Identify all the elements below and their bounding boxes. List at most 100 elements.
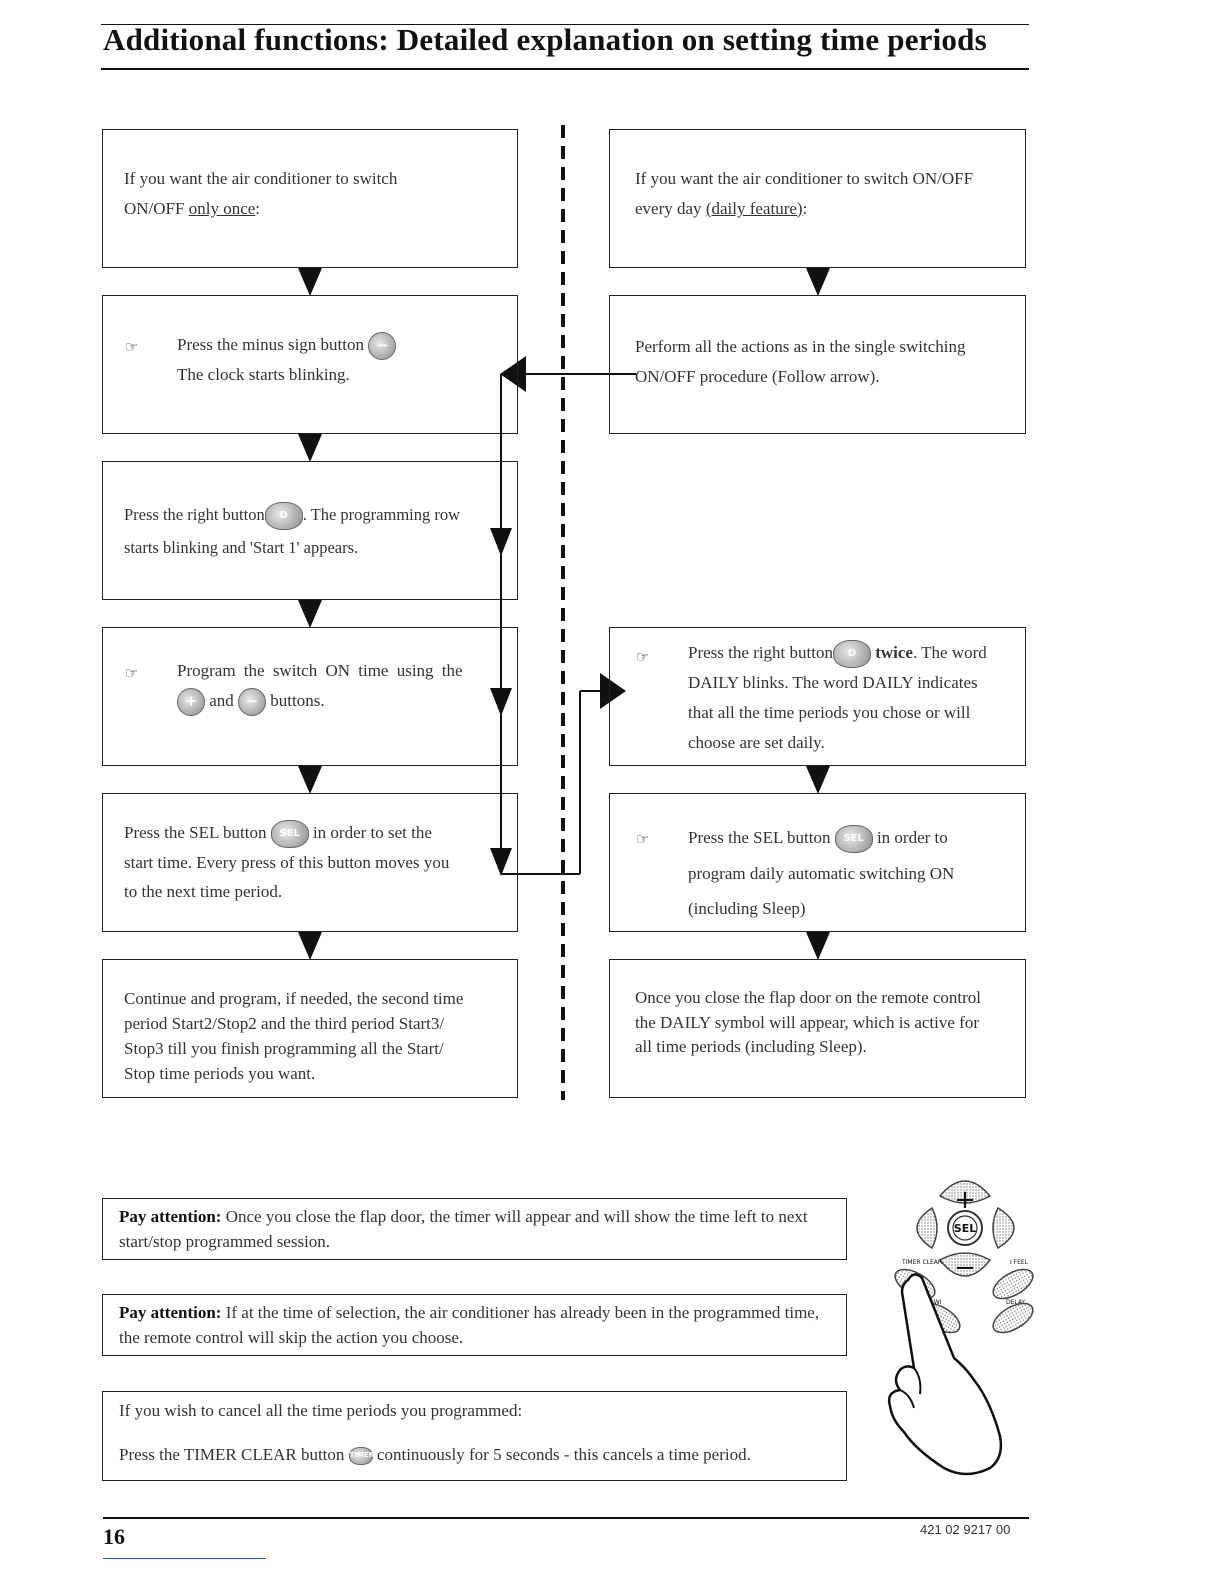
left-box-1: If you want the air conditioner to switc… <box>102 129 518 268</box>
remote-control-illustration: + SEL − TIMER CLEAR I FEEL SWI DELAY <box>887 1180 1034 1476</box>
right-box-3-line1a: Press the right button <box>688 643 833 662</box>
left-box-4-line2-row: + and − buttons. <box>177 686 489 716</box>
page-number: 16 <box>103 1524 125 1549</box>
column-divider <box>561 125 565 1100</box>
right-box-3-twice: twice <box>875 643 913 662</box>
notice-flap-door: Pay attention: Once you close the flap d… <box>102 1198 847 1260</box>
left-box-5-line1-row: Press the SEL button SEL in order to set… <box>124 818 449 849</box>
right-arrow-to-right-box3 <box>600 673 626 709</box>
page-title: Additional functions: Detailed explanati… <box>103 22 987 57</box>
minus-button-icon: − <box>238 687 267 716</box>
flow-arrows <box>298 268 830 960</box>
left-box-4-and: and <box>209 690 234 710</box>
right-box-2: Perform all the actions as in the single… <box>609 295 1026 434</box>
right-box-4-line3: (including Sleep) <box>688 899 806 919</box>
right-box-3-line2: DAILY blinks. The word DAILY indicates <box>688 673 978 693</box>
remote-right-button <box>992 1206 1015 1250</box>
notice-3-line2b: continuously for 5 seconds - this cancel… <box>376 1445 751 1465</box>
left-box-5-line2: start time. Every press of this button m… <box>124 853 450 873</box>
notice-cancel-periods: If you wish to cancel all the time perio… <box>102 1391 847 1481</box>
notice-3-line2a: Press the TIMER CLEAR button <box>119 1445 345 1465</box>
left-box-1-suffix: : <box>255 198 261 218</box>
remote-swing-label: SWI <box>930 1299 942 1306</box>
down-arrow-right-1 <box>806 268 830 296</box>
notice-skip-action: Pay attention: If at the time of selecti… <box>102 1294 847 1356</box>
left-box-1-prefix: ON/OFF <box>124 198 189 218</box>
right-button-icon: D <box>832 640 871 669</box>
left-box-6-line1: Continue and program, if needed, the sec… <box>124 989 464 1008</box>
right-box-3-line1b: . The word <box>912 643 987 662</box>
remote-timer-clear-label: TIMER CLEAR <box>901 1259 942 1266</box>
right-box-1-line2: every day (daily feature): <box>635 194 973 224</box>
notice-1-text: Once you close the flap door, the timer … <box>119 1207 808 1251</box>
left-box-1-line1: If you want the air conditioner to switc… <box>124 169 398 188</box>
remote-ifeel-button <box>992 1268 1034 1300</box>
title-bottom-rule <box>101 68 1029 70</box>
notice-2-label: Pay attention: <box>119 1303 222 1322</box>
left-box-2: ☞ Press the minus sign button − The cloc… <box>102 295 518 434</box>
right-box-5: Once you close the flap door on the remo… <box>609 959 1026 1098</box>
left-box-2-line1-row: Press the minus sign button − <box>177 330 397 361</box>
left-box-3-line1a: Press the right button <box>124 505 265 524</box>
pointing-hand-icon <box>887 1273 1003 1476</box>
right-button-icon: D <box>264 502 303 531</box>
left-box-6-line2: period Start2/Stop2 and the third period… <box>124 1014 445 1034</box>
right-box-4-line1-row: Press the SEL button SEL in order to <box>688 820 954 856</box>
right-box-4-line2: program daily automatic switching ON <box>688 863 955 883</box>
timer-clear-button-icon: TIMER <box>348 1447 374 1466</box>
right-box-1-line1: If you want the air conditioner to switc… <box>635 169 974 188</box>
down-arrow-left-1 <box>298 268 322 296</box>
sel-button-icon: SEL <box>834 825 873 854</box>
notice-2-text: If at the time of selection, the air con… <box>119 1303 820 1347</box>
down-arrow-right-2 <box>806 766 830 794</box>
pointing-hand-icon: ☞ <box>636 648 650 666</box>
right-box-4-line1b: in order to <box>876 828 948 847</box>
right-box-3-line3: that all the time periods you chose or w… <box>688 702 971 722</box>
title-top-rule <box>101 24 1029 25</box>
remote-ifeel-label: I FEEL <box>1010 1259 1029 1266</box>
remote-plus-button <box>938 1180 992 1204</box>
left-box-5: Press the SEL button SEL in order to set… <box>102 793 518 932</box>
left-box-6-line3: Stop3 till you finish programming all th… <box>124 1039 444 1059</box>
left-box-5-line1a: Press the SEL button <box>124 823 267 842</box>
sel-button-icon: SEL <box>270 820 309 849</box>
pointing-hand-icon: ☞ <box>125 338 139 356</box>
remote-minus-label: − <box>954 1253 976 1283</box>
right-box-5-line1: Once you close the flap door on the remo… <box>635 988 982 1007</box>
left-box-4-buttons: buttons. <box>270 690 325 710</box>
down-arrow-left-3 <box>298 600 322 628</box>
right-box-1-prefix: every day <box>635 198 706 218</box>
footer-rule <box>103 1517 1029 1519</box>
right-box-4: ☞ Press the SEL button SEL in order to p… <box>609 793 1026 932</box>
left-box-6: Continue and program, if needed, the sec… <box>102 959 518 1098</box>
left-box-2-line1: Press the minus sign button <box>177 335 365 354</box>
minus-button-icon: − <box>368 332 397 361</box>
right-box-4-line1a: Press the SEL button <box>688 828 831 847</box>
right-box-2-line1: Perform all the actions as in the single… <box>635 337 966 356</box>
pointing-hand-icon: ☞ <box>125 664 139 682</box>
left-box-3-line1b: . The programming row <box>302 505 461 524</box>
left-box-5-line3: to the next time period. <box>124 882 283 902</box>
remote-minus-button <box>938 1252 992 1277</box>
pointing-hand-icon: ☞ <box>636 830 650 848</box>
down-arrow-right-3 <box>806 932 830 960</box>
left-box-1-line2: ON/OFF only once: <box>124 194 397 224</box>
left-box-1-underlined: only once <box>188 198 256 218</box>
document-number: 421 02 9217 00 <box>920 1522 1011 1537</box>
remote-sel-label: SEL <box>954 1222 976 1235</box>
right-box-5-line2: the DAILY symbol will appear, which is a… <box>635 1012 979 1032</box>
notice-3-line1: If you wish to cancel all the time perio… <box>119 1401 523 1420</box>
right-box-5-line3: all time periods (including Sleep). <box>635 1037 867 1057</box>
left-box-4-line1: Program the switch ON time using the <box>177 661 463 680</box>
right-box-2-line2: ON/OFF procedure (Follow arrow). <box>635 366 880 386</box>
plus-button-icon: + <box>177 687 205 716</box>
left-box-3-line2: starts blinking and 'Start 1' appears. <box>124 538 359 557</box>
left-box-4: ☞ Program the switch ON time using the +… <box>102 627 518 766</box>
right-box-1-underlined: (daily feature) <box>705 198 803 218</box>
remote-left-button <box>916 1206 938 1250</box>
remote-delay-button <box>992 1302 1034 1334</box>
right-box-1-suffix: : <box>802 198 808 218</box>
